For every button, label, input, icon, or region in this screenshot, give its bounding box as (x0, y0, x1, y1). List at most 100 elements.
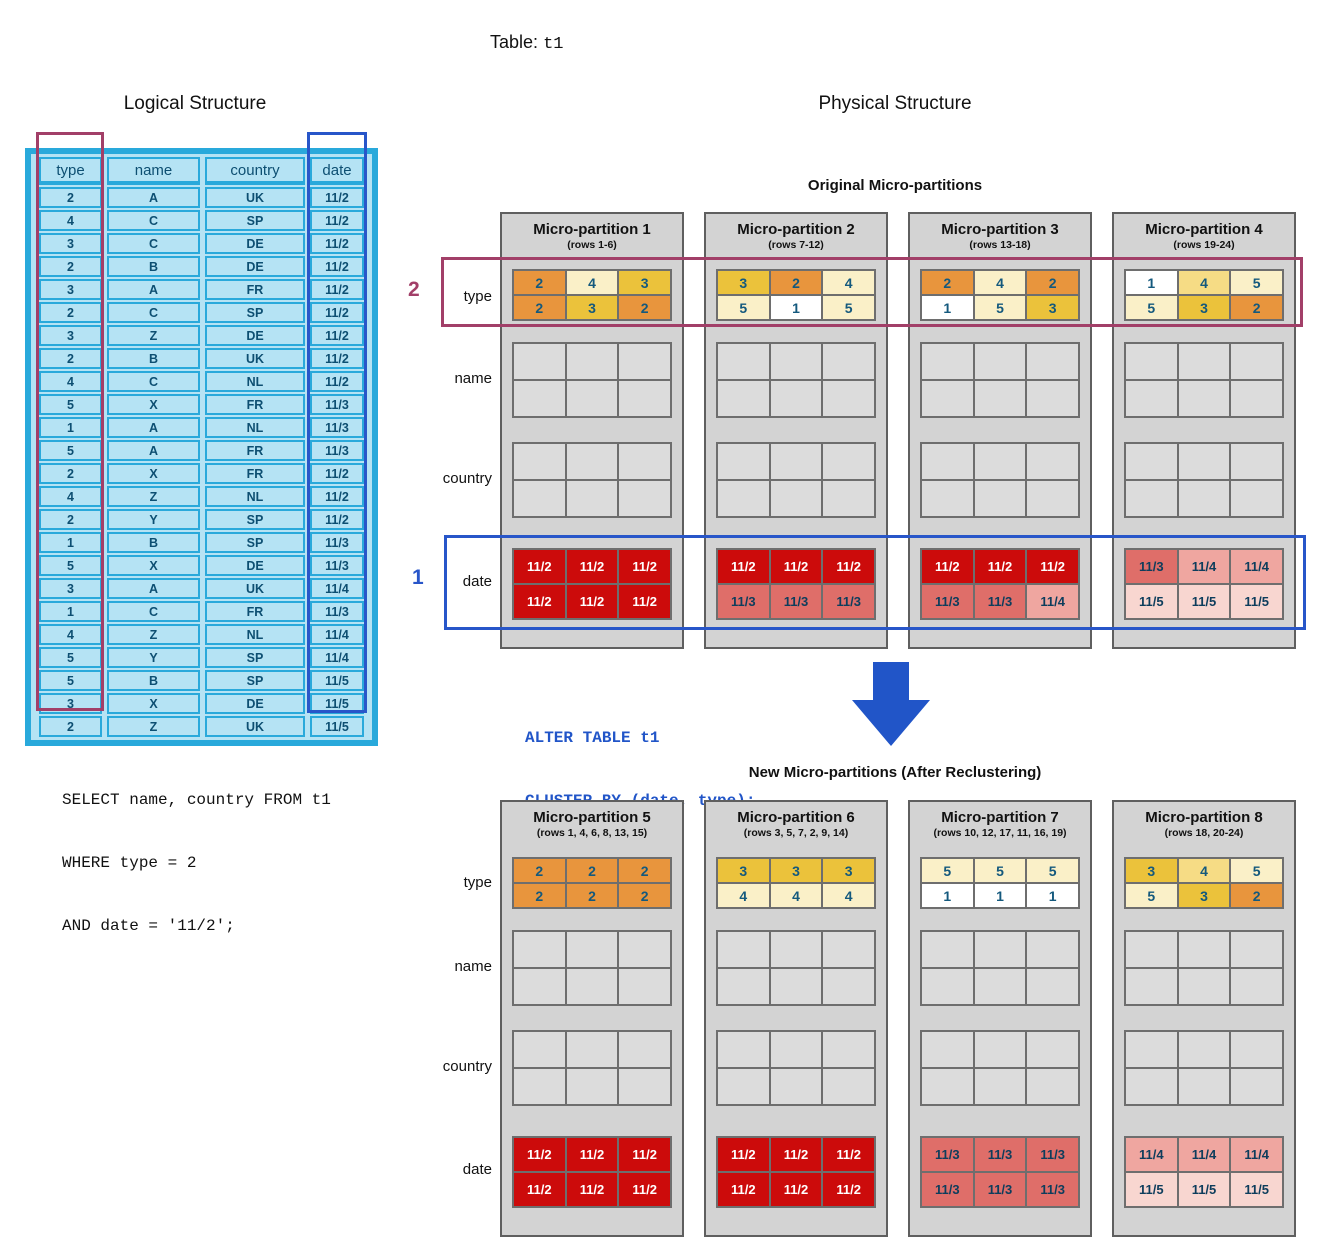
partition-rows-label: (rows 13-18) (969, 239, 1031, 251)
table-cell: 11/3 (310, 532, 364, 553)
table-cell: 2 (39, 348, 102, 369)
type-cell: 2 (619, 859, 670, 882)
partition-title: Micro-partition 6 (737, 809, 855, 826)
date-cell: 11/5 (1231, 1173, 1282, 1206)
empty-cell (1178, 381, 1230, 416)
empty-cell (770, 344, 822, 379)
date-cell: 11/3 (770, 585, 822, 618)
table-cell: 3 (39, 693, 102, 714)
date-cell: 11/2 (770, 550, 822, 583)
empty-cell (974, 1032, 1026, 1067)
type-cell: 3 (718, 271, 769, 294)
empty-cell (1126, 932, 1177, 967)
table-cell: Z (107, 486, 200, 507)
original-partitions-title: Original Micro-partitions (807, 177, 983, 194)
empty-cell (770, 444, 822, 479)
table-cell: UK (205, 348, 305, 369)
type-cell: 4 (718, 884, 769, 907)
table-cell: 11/2 (310, 371, 364, 392)
table-title: Table: t1 (490, 32, 563, 54)
date-cell: 11/5 (1126, 1173, 1177, 1206)
empty-cell (922, 344, 973, 379)
name-grid (1124, 930, 1284, 1006)
country-grid (920, 1030, 1080, 1106)
logical-header-cell: type (39, 157, 102, 185)
empty-cell (514, 1032, 565, 1067)
empty-cell (1126, 481, 1177, 516)
table-cell: B (107, 256, 200, 277)
table-cell: X (107, 394, 200, 415)
empty-cell (1027, 444, 1078, 479)
empty-cell (974, 969, 1026, 1004)
empty-cell (718, 1032, 769, 1067)
table-cell: 3 (39, 233, 102, 254)
table-cell: C (107, 302, 200, 323)
table-cell: 11/5 (310, 670, 364, 691)
empty-cell (1027, 344, 1078, 379)
type-cell: 5 (718, 296, 769, 319)
empty-cell (1027, 1032, 1078, 1067)
type-cell: 2 (1231, 884, 1282, 907)
date-cell: 11/2 (514, 1173, 565, 1206)
empty-cell (1231, 1069, 1282, 1104)
table-cell: B (107, 348, 200, 369)
table-cell: A (107, 279, 200, 300)
type-cell: 4 (1178, 271, 1230, 294)
table-cell: 11/4 (310, 578, 364, 599)
date-cell: 11/2 (718, 550, 769, 583)
empty-cell (718, 381, 769, 416)
table-cell: B (107, 670, 200, 691)
type-cell: 1 (922, 884, 973, 907)
table-cell: 5 (39, 394, 102, 415)
empty-cell (619, 969, 670, 1004)
type-cell: 2 (619, 884, 670, 907)
select-query-line: SELECT name, country FROM t1 (62, 791, 331, 809)
empty-cell (1027, 381, 1078, 416)
empty-cell (1178, 1069, 1230, 1104)
date-cell: 11/2 (566, 550, 618, 583)
name-grid (716, 930, 876, 1006)
table-cell: C (107, 210, 200, 231)
table-cell: DE (205, 256, 305, 277)
empty-cell (1231, 932, 1282, 967)
row-label-name: name (454, 370, 492, 387)
empty-cell (1027, 481, 1078, 516)
name-grid (920, 930, 1080, 1006)
table-cell: 2 (39, 187, 102, 208)
table-cell: 3 (39, 279, 102, 300)
micro-partition: Micro-partition 6(rows 3, 5, 7, 2, 9, 14… (704, 800, 888, 1237)
table-cell: 5 (39, 670, 102, 691)
table-cell: X (107, 693, 200, 714)
date-cell: 11/3 (974, 585, 1026, 618)
table-cell: Y (107, 647, 200, 668)
empty-cell (770, 381, 822, 416)
partition-rows-label: (rows 19-24) (1173, 239, 1235, 251)
empty-cell (1027, 969, 1078, 1004)
type-cell: 4 (974, 271, 1026, 294)
partition-rows-label: (rows 10, 12, 17, 11, 16, 19) (933, 827, 1067, 839)
country-grid (512, 442, 672, 518)
date-cell: 11/2 (619, 585, 670, 618)
type-cell: 2 (514, 271, 565, 294)
table-cell: 3 (39, 325, 102, 346)
table-title-label: Table: (490, 32, 539, 52)
country-grid (1124, 1030, 1284, 1106)
table-cell: FR (205, 279, 305, 300)
empty-cell (514, 969, 565, 1004)
table-cell: 4 (39, 486, 102, 507)
table-cell: Z (107, 325, 200, 346)
empty-cell (823, 444, 874, 479)
table-cell: 5 (39, 440, 102, 461)
date-cell: 11/2 (718, 1173, 769, 1206)
date-cell: 11/3 (1027, 1138, 1078, 1171)
